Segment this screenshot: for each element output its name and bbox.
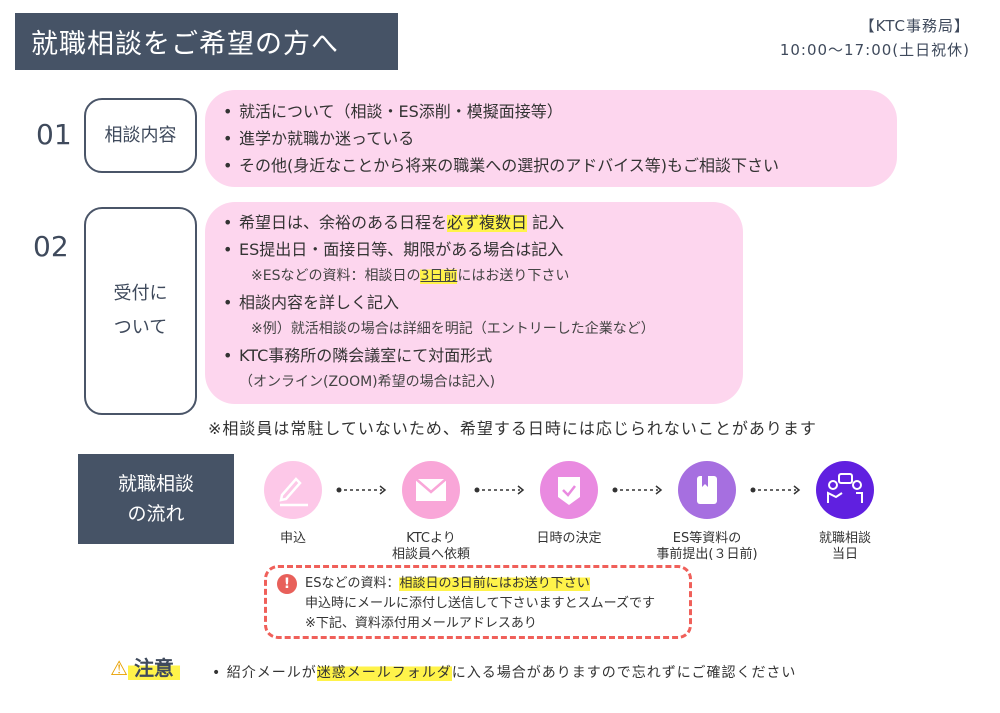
list-item: 就活について（相談・ES添削・模擬面接等） [223,98,897,125]
step-label: 就職相談 [818,531,871,546]
section-number: 02 [33,230,69,263]
step-label: KTCより [406,531,456,546]
reception-list: 希望日は、余裕のある日程を必ず複数日 記入 ES提出日・面接日等、期限がある場合… [205,202,743,404]
step-label: 相談員へ依頼 [391,547,470,562]
list-item: KTC事務所の隣会議室にて対面形式 [223,343,743,370]
list-subitem: ※例）就活相談の場合は詳細を明記（エントリーした企業など） [251,321,655,337]
caution-text: • 紹介メールが迷惑メールフォルダに入る場合がありますので忘れずにご確認ください [212,665,797,681]
arrow-icon [474,480,526,500]
exclamation-icon: ! [277,574,297,594]
step-label: 申込 [279,531,306,546]
section-label: 相談内容 [84,98,197,173]
step-label: 日時の決定 [536,531,602,546]
flow-step: 申込 [233,461,353,547]
consultation-icon [816,461,874,519]
alert-line: 申込時にメールに添付し送信して下さいますとスムーズです [305,596,655,611]
warning-icon: ⚠ [110,656,128,680]
arrow-icon [336,480,388,500]
section-label: 受付に ついて [84,207,197,415]
highlight: 相談日の3日前にはお送り下さい [399,576,590,591]
office-info: 【KTC事務局】 10:00〜17:00(土日祝休) [780,14,970,62]
check-icon [540,461,598,519]
consultation-content-list: 就活について（相談・ES添削・模擬面接等） 進学か就職か迷っている その他(身近… [205,90,897,187]
flow-label: 就職相談の流れ [78,454,234,544]
highlight: 3日前 [420,268,458,284]
notice-text: ※相談員は常駐していないため、希望する日時には応じられないことがあります [208,419,817,438]
arrow-icon [612,480,664,500]
list-item: 進学か就職か迷っている [223,125,897,152]
page-title: 就職相談をご希望の方へ [15,13,398,70]
step-label: 事前提出(３日前) [656,547,758,562]
list-item: その他(身近なことから将来の職業への選択のアドバイス等)もご相談下さい [223,152,897,179]
list-item: 相談内容を詳しく記入 [223,290,743,317]
flow-step: 日時の決定 [509,461,629,547]
document-icon [678,461,736,519]
list-subitem: （オンライン(ZOOM)希望の場合は記入) [239,374,496,390]
alert-box: ! ESなどの資料：相談日の3日前にはお送り下さい 申込時にメールに添付し送信し… [264,565,692,639]
list-subitem: ※ESなどの資料：相談日の3日前にはお送り下さい [251,268,570,284]
highlight: 必ず複数日 [447,213,528,232]
list-item: ES提出日・面接日等、期限がある場合は記入 [223,237,743,264]
arrow-icon [750,480,802,500]
caution-label: ⚠注意 [110,652,180,681]
section-number: 01 [36,118,72,151]
label-line: ついて [113,317,168,338]
flow-step: 就職相談当日 [785,461,905,563]
label-line: 受付に [113,283,168,304]
pencil-icon [264,461,322,519]
list-item: 希望日は、余裕のある日程を必ず複数日 記入 [223,210,743,237]
office-hours: 10:00〜17:00(土日祝休) [779,41,970,59]
step-label: ES等資料の [672,531,742,546]
highlight: 迷惑メールフォルダ [316,665,452,681]
mail-icon [402,461,460,519]
office-name: 【KTC事務局】 [859,17,970,35]
step-label: 当日 [831,547,858,562]
flow-step: ES等資料の事前提出(３日前) [647,461,767,563]
alert-line: ※下記、資料添付用メールアドレスあり [305,616,537,631]
flow-step: KTCより相談員へ依頼 [371,461,491,563]
